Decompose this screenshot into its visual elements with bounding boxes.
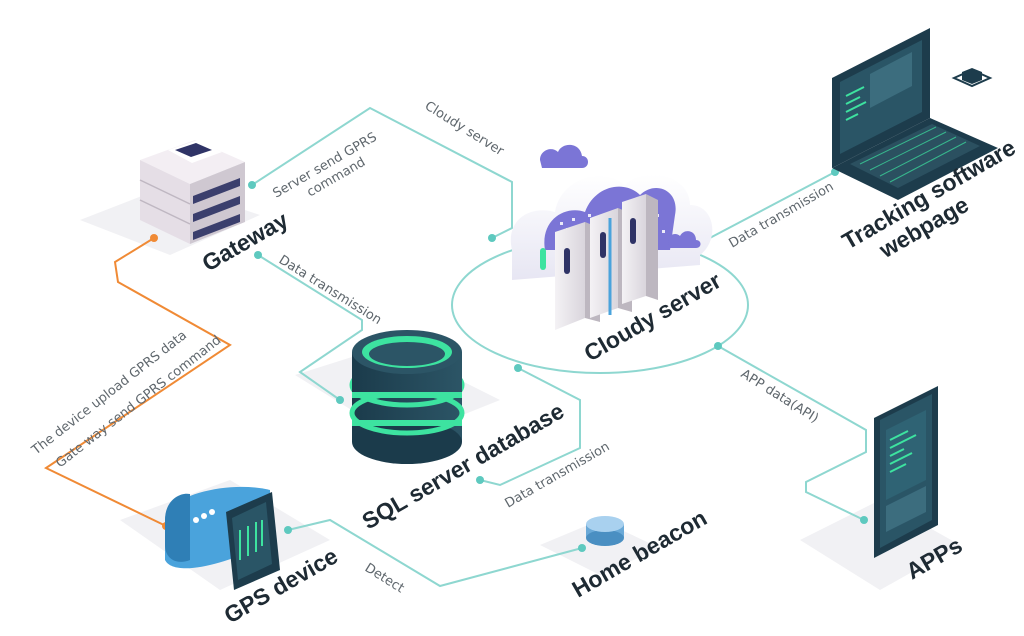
connector-dot — [150, 234, 158, 242]
data-transmission-tracking-label: Data transmission — [727, 179, 837, 251]
connector-dot — [284, 526, 292, 534]
line-gps-to-beacon — [287, 518, 583, 588]
line-gps-to-gateway — [43, 237, 232, 527]
gps-watch-icon — [165, 486, 280, 590]
connector-dot — [254, 251, 262, 259]
line-gateway-to-sql — [257, 254, 363, 401]
server-send-gprs-label: Server send GPRS command — [271, 130, 380, 202]
line-cloud-to-tracking — [705, 171, 836, 241]
connector-dot — [488, 234, 496, 242]
connector-dot — [578, 544, 586, 552]
gateway-send-label: Gate way send GPRS command — [53, 333, 224, 471]
line-sql-to-ring — [479, 367, 581, 487]
device-upload-label: The device upload GPRS data — [28, 328, 189, 459]
connector-dot — [336, 396, 344, 404]
connector-dot — [514, 364, 522, 372]
apps-phone-icon — [874, 386, 938, 558]
sql-database-icon — [349, 330, 465, 464]
line-gateway-to-cloud — [251, 106, 513, 239]
home-beacon-icon — [586, 516, 624, 546]
connector-dot — [476, 476, 484, 484]
connector-dot — [248, 181, 256, 189]
connector-dot — [714, 342, 722, 350]
cloudy-server-link-label: Cloudy server — [422, 99, 507, 160]
tracking-laptop-icon — [832, 28, 998, 200]
detect-label: Detect — [362, 561, 407, 597]
line-cloud-to-apps — [717, 345, 867, 521]
gateway-icon — [139, 140, 245, 244]
connector-dot — [860, 516, 868, 524]
cloud-server-icon — [510, 144, 713, 330]
data-transmission-gateway-label: Data transmission — [276, 253, 384, 328]
